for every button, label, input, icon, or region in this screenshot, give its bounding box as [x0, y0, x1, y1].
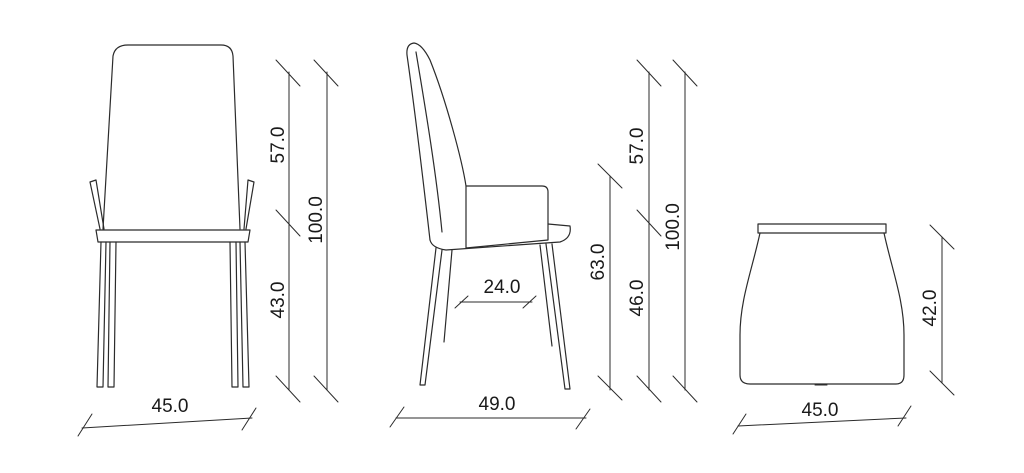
- top-width-label: 45.0: [802, 400, 839, 421]
- front-leg-right-outer: [239, 241, 250, 388]
- front-height-dimensions: 57.0 43.0 100.0: [268, 59, 339, 403]
- side-armrest: [465, 185, 549, 249]
- front-seat: [95, 229, 251, 243]
- front-leg-right-inner: [229, 241, 239, 388]
- front-leg-left-inner: [107, 241, 117, 388]
- side-seat: [429, 223, 571, 251]
- front-view-chair: [89, 44, 255, 388]
- front-width-label: 45.0: [152, 396, 189, 417]
- front-backrest: [102, 44, 241, 230]
- side-leg-front: [545, 243, 571, 390]
- side-depth-label: 49.0: [479, 394, 516, 415]
- side-backrest-outer: [406, 42, 467, 241]
- side-leg-front-inner: [539, 244, 553, 347]
- top-view-chair: [739, 223, 905, 386]
- side-total-height-label: 100.0: [663, 203, 684, 251]
- side-height-dimensions: 63.0 57.0 46.0 100.0: [588, 59, 698, 403]
- side-view-chair: [406, 42, 571, 390]
- top-seat-outline: [739, 232, 905, 385]
- top-backrest: [757, 223, 887, 234]
- side-leg-back: [419, 247, 443, 386]
- front-right-arm: [243, 179, 255, 230]
- front-back-height-label: 57.0: [268, 127, 289, 164]
- front-leg-left-outer: [96, 241, 107, 388]
- front-seat-height-label: 43.0: [268, 282, 289, 319]
- top-depth-label: 42.0: [920, 290, 941, 327]
- front-total-height-label: 100.0: [306, 196, 327, 244]
- side-armrest-depth-label: 24.0: [484, 277, 521, 298]
- side-arm-to-floor-label: 46.0: [627, 280, 648, 317]
- side-armrest-height-label: 63.0: [588, 244, 609, 281]
- side-backrest-inner: [415, 51, 443, 233]
- side-back-height-label: 57.0: [627, 128, 648, 165]
- side-leg-back-inner: [443, 249, 453, 343]
- front-width-dimension: 45.0: [77, 396, 257, 437]
- side-depth-dimension: 49.0: [389, 394, 591, 430]
- top-width-dimension: 45.0: [732, 400, 912, 435]
- top-depth-dimension: 42.0: [920, 224, 955, 396]
- side-armrest-depth-dimension: 24.0: [454, 277, 537, 309]
- front-left-arm: [89, 179, 105, 230]
